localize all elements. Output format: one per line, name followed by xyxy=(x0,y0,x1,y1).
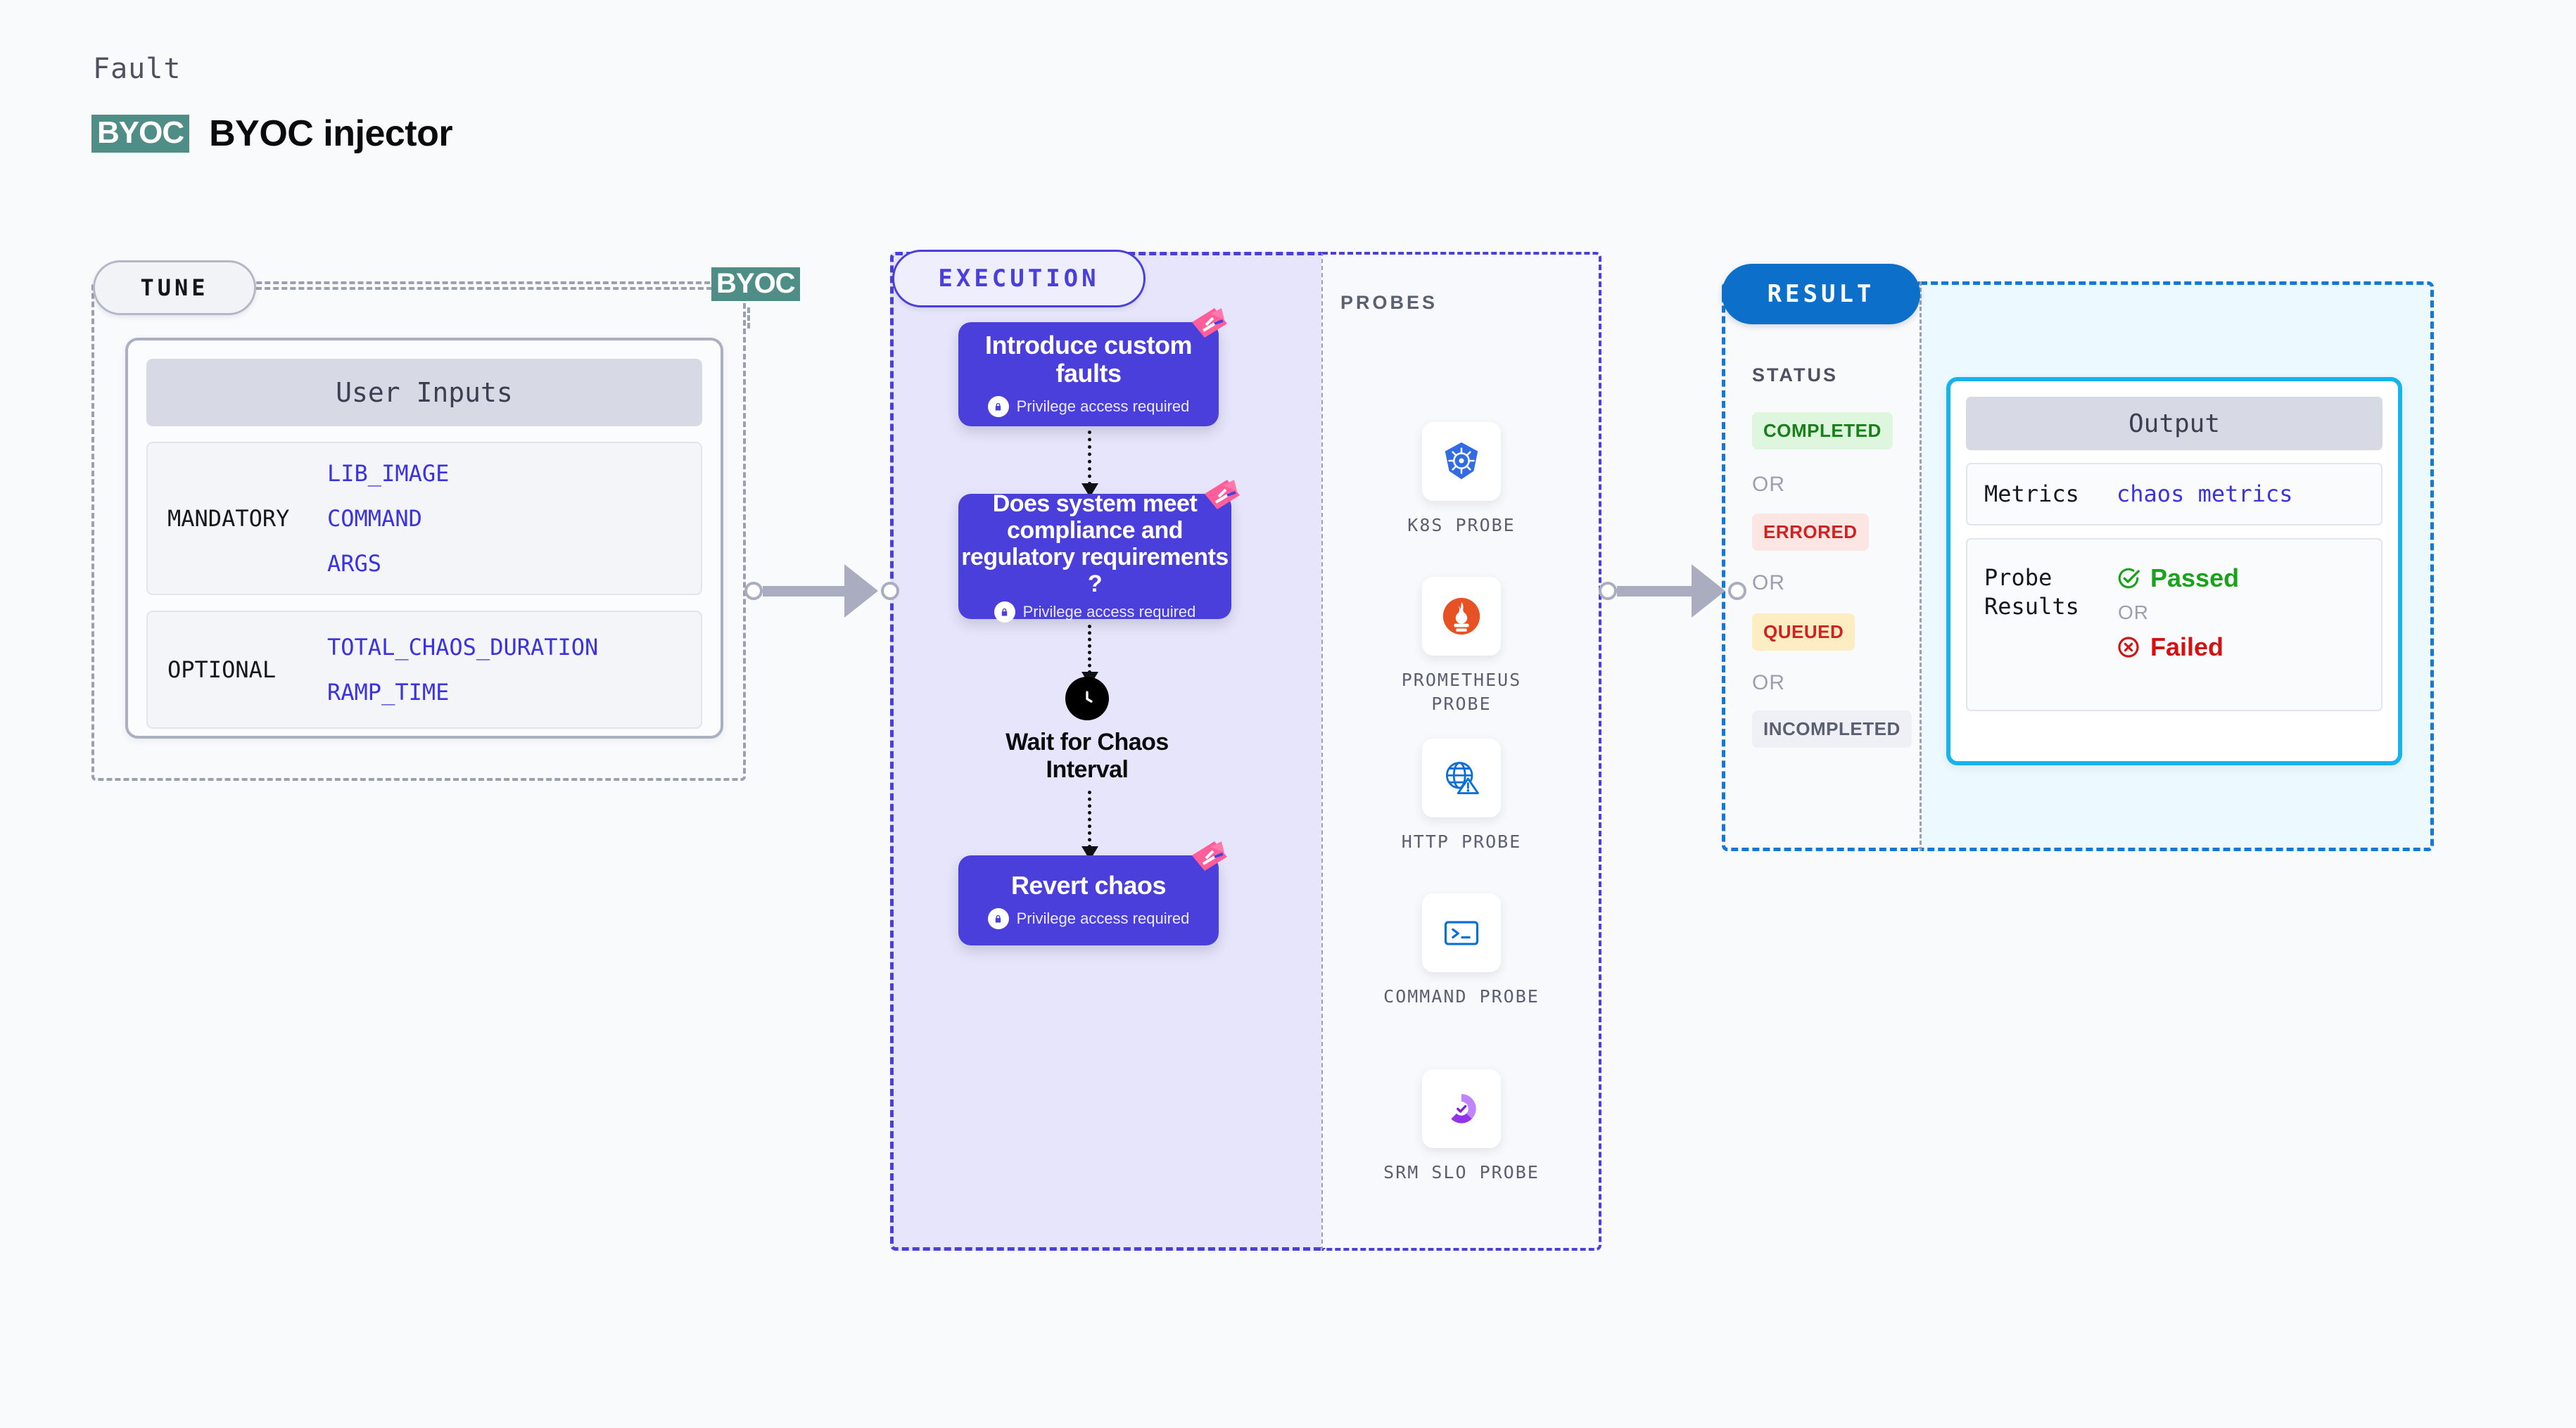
step-privilege-note: Privilege access required xyxy=(987,908,1190,930)
step-introduce-custom-faults[interactable]: Introduce custom faults Privilege access… xyxy=(958,308,1227,426)
harness-logo-icon xyxy=(1192,841,1227,871)
status-badge-incompleted: INCOMPLETED xyxy=(1752,710,1912,748)
connector-start-dot xyxy=(744,582,763,600)
status-or-2: OR xyxy=(1752,571,1785,594)
prometheus-icon xyxy=(1422,577,1501,656)
optional-items: TOTAL_CHAOS_DURATION RAMP_TIME xyxy=(327,634,598,706)
step-title: Wait for Chaos Interval xyxy=(1005,729,1169,784)
step-revert-chaos[interactable]: Revert chaos Privilege access required xyxy=(958,841,1227,945)
probe-command[interactable]: COMMAND PROBE xyxy=(1378,893,1545,1009)
privilege-text: Privilege access required xyxy=(1022,603,1196,621)
output-card: Output Metrics chaos metrics Probe Resul… xyxy=(1946,377,2402,765)
probe-result-failed: Failed xyxy=(2117,632,2239,662)
probe-k8s[interactable]: K8S PROBE xyxy=(1378,422,1545,537)
probe-results-values: Passed OR Failed xyxy=(2117,563,2239,662)
tune-pill-label[interactable]: TUNE xyxy=(93,260,256,315)
probe-srm-slo[interactable]: SRM SLO PROBE xyxy=(1378,1069,1545,1185)
flow-arrow-3 xyxy=(1081,791,1098,860)
result-output-divider xyxy=(1920,281,1922,851)
flow-arrow-2 xyxy=(1081,625,1098,686)
lock-icon xyxy=(987,908,1009,930)
output-probe-results-row: Probe Results Passed OR Failed xyxy=(1966,537,2383,711)
optional-group: OPTIONAL TOTAL_CHAOS_DURATION RAMP_TIME xyxy=(146,611,702,729)
execution-pill-label[interactable]: EXECUTION xyxy=(892,250,1146,307)
step-privilege-note: Privilege access required xyxy=(987,396,1190,418)
tune-top-dashed-line xyxy=(256,287,712,290)
optional-label: OPTIONAL xyxy=(167,656,277,683)
status-or-1: OR xyxy=(1752,473,1785,496)
lock-icon xyxy=(994,601,1015,623)
metrics-label: Metrics xyxy=(1984,480,2079,507)
user-inputs-header: User Inputs xyxy=(146,359,702,426)
globe-warning-icon xyxy=(1422,739,1501,817)
clock-icon xyxy=(1065,677,1109,720)
lock-icon xyxy=(987,396,1009,418)
page-title: BYOC injector xyxy=(209,113,453,154)
result-pill-label[interactable]: RESULT xyxy=(1722,264,1920,324)
terminal-icon xyxy=(1422,893,1501,972)
passed-label: Passed xyxy=(2150,563,2240,592)
probe-result-or: OR xyxy=(2118,601,2149,623)
flow-arrow-1 xyxy=(1081,431,1098,497)
probe-prometheus[interactable]: PROMETHEUS PROBE xyxy=(1378,577,1545,716)
failed-label: Failed xyxy=(2150,632,2224,661)
output-metrics-row: Metrics chaos metrics xyxy=(1966,463,2383,525)
step-title: Introduce custom faults xyxy=(984,330,1193,388)
check-circle-icon xyxy=(2118,568,2140,589)
connector-end-dot xyxy=(881,582,899,600)
param-total-chaos-duration[interactable]: TOTAL_CHAOS_DURATION xyxy=(327,634,599,661)
privilege-text: Privilege access required xyxy=(1016,910,1190,928)
byoc-connector-stem xyxy=(747,307,750,329)
slo-check-icon xyxy=(1422,1069,1501,1148)
probe-label: K8S PROBE xyxy=(1407,515,1516,535)
param-ramp-time[interactable]: RAMP_TIME xyxy=(327,679,450,706)
step-privilege-note: Privilege access required xyxy=(994,601,1196,623)
metrics-value[interactable]: chaos metrics xyxy=(2117,480,2293,508)
probe-results-label: Probe Results xyxy=(1984,563,2079,620)
connector-start-dot xyxy=(1599,582,1617,600)
status-title: STATUS xyxy=(1752,364,1838,385)
probe-result-passed: Passed xyxy=(2117,563,2239,593)
byoc-logo-badge: BYOC xyxy=(91,115,190,153)
user-inputs-card: User Inputs MANDATORY LIB_IMAGE COMMAND … xyxy=(125,338,723,739)
privilege-text: Privilege access required xyxy=(1016,397,1190,416)
connector-arrowhead xyxy=(844,564,878,618)
harness-logo-icon xyxy=(1192,308,1227,338)
harness-logo-icon xyxy=(1205,480,1240,509)
status-badge-queued: QUEUED xyxy=(1752,613,1855,651)
step-wait-for-chaos-interval[interactable]: Wait for Chaos Interval xyxy=(999,677,1175,784)
mandatory-group: MANDATORY LIB_IMAGE COMMAND ARGS xyxy=(146,442,702,595)
step-compliance-check[interactable]: Does system meet compliance and regulato… xyxy=(958,480,1240,623)
byoc-connector-badge: BYOC xyxy=(711,267,800,301)
page-eyebrow: Fault xyxy=(93,53,182,85)
connector-end-dot xyxy=(1728,582,1746,600)
connector-execution-to-result xyxy=(1599,564,1746,618)
param-lib-image[interactable]: LIB_IMAGE xyxy=(327,460,450,487)
probes-title: PROBES xyxy=(1340,292,1438,313)
status-badge-errored: ERRORED xyxy=(1752,514,1869,551)
probe-label: COMMAND PROBE xyxy=(1383,986,1540,1007)
connector-arrowhead xyxy=(1692,564,1725,618)
probe-label: PROMETHEUS PROBE xyxy=(1401,670,1522,714)
step-title: Does system meet compliance and regulato… xyxy=(961,490,1229,598)
status-or-3: OR xyxy=(1752,671,1785,694)
kubernetes-icon xyxy=(1422,422,1501,501)
probe-http[interactable]: HTTP PROBE xyxy=(1378,739,1545,854)
connector-tune-to-execution xyxy=(744,564,899,618)
page-title-row: BYOC BYOC injector xyxy=(91,113,453,155)
status-badge-completed: COMPLETED xyxy=(1752,412,1893,450)
step-title: Revert chaos xyxy=(1010,870,1167,900)
mandatory-items: LIB_IMAGE COMMAND ARGS xyxy=(327,460,449,577)
param-command[interactable]: COMMAND xyxy=(327,505,422,532)
connector-bar xyxy=(763,585,846,597)
tune-zone xyxy=(91,281,746,781)
connector-bar xyxy=(1617,585,1693,597)
probe-label: SRM SLO PROBE xyxy=(1383,1162,1540,1182)
output-card-header: Output xyxy=(1966,397,2383,450)
probe-label: HTTP PROBE xyxy=(1401,831,1522,852)
mandatory-label: MANDATORY xyxy=(167,505,290,532)
param-args[interactable]: ARGS xyxy=(327,550,382,577)
x-circle-icon xyxy=(2118,637,2139,658)
